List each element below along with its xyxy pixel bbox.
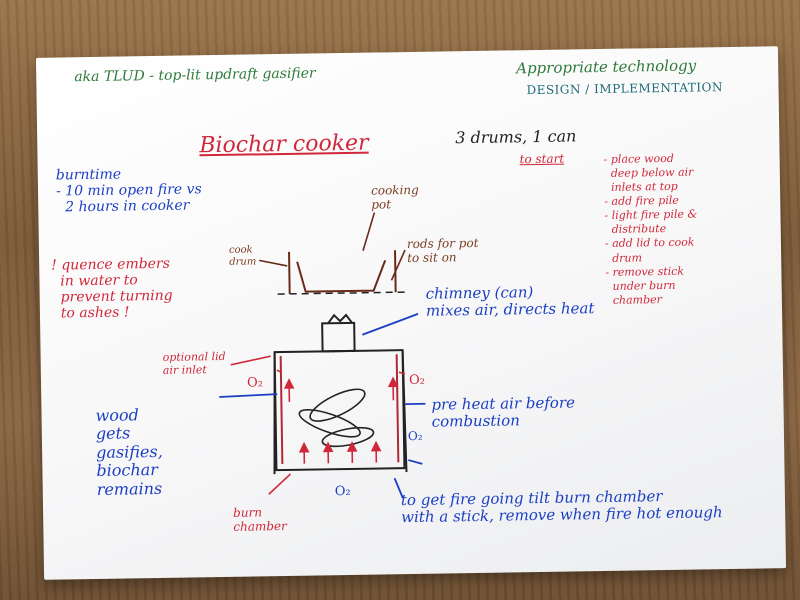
cook-drum-sketch (288, 250, 397, 294)
burn-chamber-sketch (273, 349, 408, 475)
wood-scribble (298, 388, 375, 448)
sketch-paper: aka TLUD - top-lit updraft gasifier Appr… (35, 46, 787, 580)
pointer-arrows (219, 313, 426, 499)
pot-rods-line (277, 291, 410, 295)
red-pointer-arrows (230, 355, 406, 495)
brown-pointer-arrows (258, 212, 406, 281)
biochar-cooker-diagram (219, 212, 426, 499)
airflow-arrows (283, 376, 399, 464)
chimney-sketch (321, 313, 356, 353)
